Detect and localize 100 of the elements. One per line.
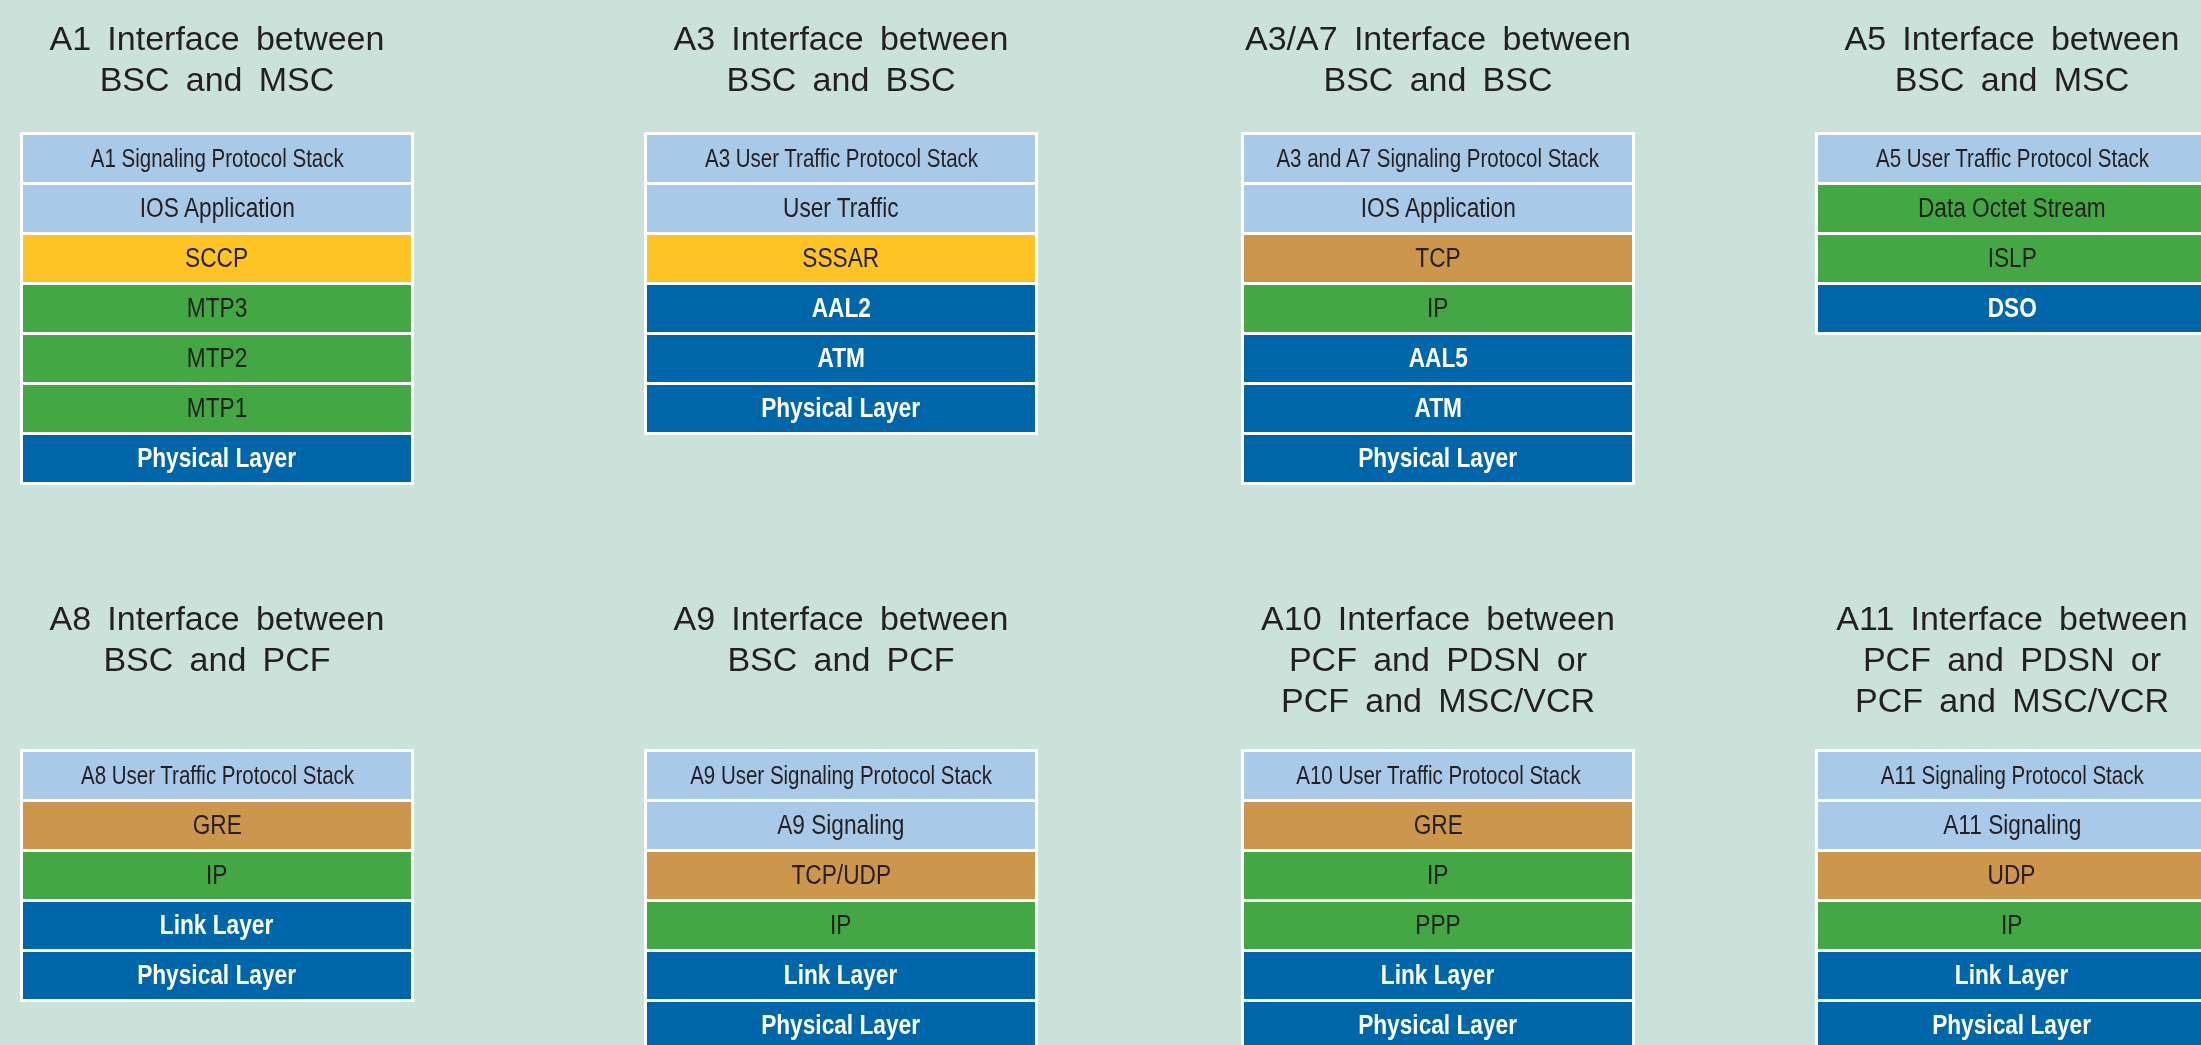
layer-label: GRE — [1413, 810, 1463, 841]
layer-label: DSO — [1987, 293, 2037, 324]
protocol-layer-band — [647, 285, 1035, 332]
interface-title: A1 Interface between BSC and MSC — [48, 18, 386, 100]
layer-label: GRE — [192, 810, 242, 841]
protocol-layer-band — [1244, 1002, 1632, 1045]
stack-header-band — [23, 752, 411, 799]
protocol-layer-band — [1244, 385, 1632, 432]
layer-label: ISLP — [1987, 243, 2037, 274]
stack-header-band — [1818, 752, 2201, 799]
protocol-layer-band — [23, 952, 411, 999]
layer-label: PPP — [1415, 910, 1461, 941]
layer-label: User Traffic — [783, 193, 899, 224]
layer-label: Physical Layer — [761, 393, 921, 424]
layer-label: SCCP — [185, 243, 249, 274]
layer-label: Link Layer — [1381, 960, 1495, 991]
layer-label: Physical Layer — [137, 960, 297, 991]
layer-label: IOS Application — [1360, 193, 1516, 224]
protocol-layer-band — [1818, 902, 2201, 949]
protocol-layer-band — [647, 185, 1035, 232]
interface-title: A3/A7 Interface between BSC and BSC — [1244, 18, 1632, 100]
layer-label: IP — [830, 910, 852, 941]
layer-label: Physical Layer — [761, 1010, 921, 1041]
layer-label: MTP2 — [186, 343, 248, 374]
layer-label: IP — [1427, 860, 1449, 891]
layer-label: A11 Signaling — [1942, 810, 2082, 841]
layer-label: TCP — [1415, 243, 1461, 274]
protocol-layer-band — [23, 285, 411, 332]
protocol-layer-band — [1818, 235, 2201, 282]
protocol-layer-band — [647, 852, 1035, 899]
layer-label: IOS Application — [139, 193, 295, 224]
layer-label: Physical Layer — [1358, 443, 1518, 474]
layer-label: A10 User Traffic Protocol Stack — [1295, 761, 1581, 790]
protocol-layer-band — [1818, 1002, 2201, 1045]
layer-label: A3 User Traffic Protocol Stack — [704, 144, 978, 173]
stack-header-band — [1244, 752, 1632, 799]
protocol-layer-band — [23, 185, 411, 232]
interface-title: A5 Interface between BSC and MSC — [1843, 18, 2181, 100]
interface-title: A10 Interface between PCF and PDSN or PCF and MSC/VCR — [1260, 598, 1616, 721]
stack-header-band — [647, 752, 1035, 799]
protocol-layer-band — [647, 385, 1035, 432]
layer-label: Physical Layer — [1932, 1010, 2092, 1041]
layer-label: A9 Signaling — [777, 810, 905, 841]
layer-label: IP — [1427, 293, 1449, 324]
layer-label: Link Layer — [160, 910, 274, 941]
layer-label: AAL2 — [811, 293, 871, 324]
protocol-layer-band — [647, 902, 1035, 949]
layer-label: ATM — [817, 343, 865, 374]
layer-label: A3 and A7 Signaling Protocol Stack — [1276, 144, 1600, 173]
protocol-layer-band — [23, 235, 411, 282]
protocol-layer-band — [23, 435, 411, 482]
protocol-layer-band — [1818, 185, 2201, 232]
interface-title: A11 Interface between PCF and PDSN or PCF and MSC/VCR — [1835, 598, 2189, 721]
layer-label: AAL5 — [1408, 343, 1468, 374]
protocol-layer-band — [23, 335, 411, 382]
protocol-layer-band — [1244, 902, 1632, 949]
stack-header-band — [1244, 135, 1632, 182]
layer-label: A8 User Traffic Protocol Stack — [80, 761, 354, 790]
layer-label: MTP1 — [186, 393, 248, 424]
layer-label: A9 User Signaling Protocol Stack — [690, 761, 992, 790]
protocol-layer-band — [1244, 435, 1632, 482]
protocol-layer-band — [647, 1002, 1035, 1045]
protocol-layer-band — [647, 235, 1035, 282]
protocol-layer-band — [1818, 802, 2201, 849]
protocol-layer-band — [1244, 852, 1632, 899]
protocol-layer-band — [647, 802, 1035, 849]
protocol-layer-band — [1818, 952, 2201, 999]
layer-label: Link Layer — [784, 960, 898, 991]
layer-label: ATM — [1414, 393, 1462, 424]
protocol-layer-band — [1244, 952, 1632, 999]
protocol-layer-band — [1244, 802, 1632, 849]
layer-label: SSSAR — [802, 243, 880, 274]
protocol-layer-band — [1244, 285, 1632, 332]
layer-label: A11 Signaling Protocol Stack — [1880, 761, 2144, 790]
protocol-layer-band — [1244, 335, 1632, 382]
protocol-layer-band — [647, 952, 1035, 999]
layer-label: Data Octet Stream — [1918, 193, 2106, 224]
stack-header-band — [1818, 135, 2201, 182]
layer-label: IP — [2001, 910, 2023, 941]
layer-label: Physical Layer — [1358, 1010, 1518, 1041]
layer-label: A1 Signaling Protocol Stack — [90, 144, 344, 173]
layer-label: TCP/UDP — [791, 860, 891, 891]
layer-label: Physical Layer — [137, 443, 297, 474]
layer-label: IP — [206, 860, 228, 891]
protocol-layer-band — [23, 902, 411, 949]
protocol-layer-band — [1818, 285, 2201, 332]
layer-label: A5 User Traffic Protocol Stack — [1875, 144, 2149, 173]
interface-title: A8 Interface between BSC and PCF — [48, 598, 386, 680]
layer-label: MTP3 — [186, 293, 248, 324]
interface-title: A9 Interface between BSC and PCF — [672, 598, 1010, 680]
layer-label: Link Layer — [1955, 960, 2069, 991]
protocol-layer-band — [647, 335, 1035, 382]
interface-title: A3 Interface between BSC and BSC — [672, 18, 1010, 100]
protocol-layer-band — [1818, 852, 2201, 899]
protocol-layer-band — [1244, 235, 1632, 282]
stack-header-band — [647, 135, 1035, 182]
layer-label: UDP — [1988, 860, 2036, 891]
stack-header-band — [23, 135, 411, 182]
protocol-layer-band — [23, 385, 411, 432]
protocol-layer-band — [23, 852, 411, 899]
